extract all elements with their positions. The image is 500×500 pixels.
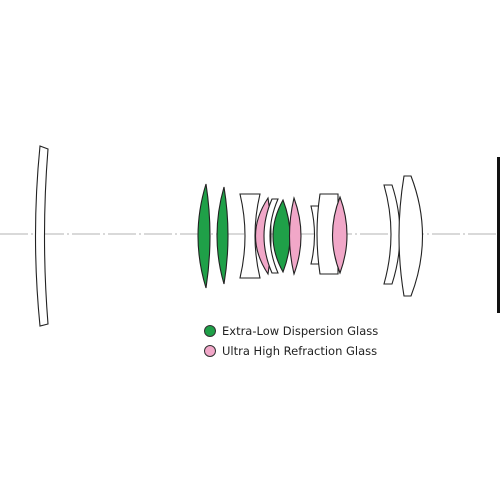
green-dot-icon [204, 325, 216, 337]
legend-item-extra-low-dispersion: Extra-Low Dispersion Glass [204, 321, 378, 341]
lens-element-rear-convex [398, 175, 424, 297]
pink-dot-icon [204, 345, 216, 357]
legend-item-ultra-high-refraction: Ultra High Refraction Glass [204, 341, 378, 361]
legend: Extra-Low Dispersion Glass Ultra High Re… [204, 321, 378, 361]
lens-element-group2-meniscus [263, 198, 279, 274]
lens-element-uhr-2 [289, 196, 302, 276]
lens-element-rear-concave [383, 184, 401, 285]
image-sensor-plane [497, 157, 500, 313]
lens-element-ed-3 [272, 198, 291, 274]
lens-element-group3-cemented [316, 193, 339, 275]
lens-element-group2-concave [239, 193, 261, 279]
lens-element-ed-2 [216, 186, 229, 285]
legend-label: Ultra High Refraction Glass [222, 344, 378, 358]
legend-label: Extra-Low Dispersion Glass [222, 324, 379, 338]
lens-element-uhr-3 [332, 195, 348, 275]
lens-element-ed-1 [197, 183, 211, 289]
lens-element-front [34, 145, 49, 327]
